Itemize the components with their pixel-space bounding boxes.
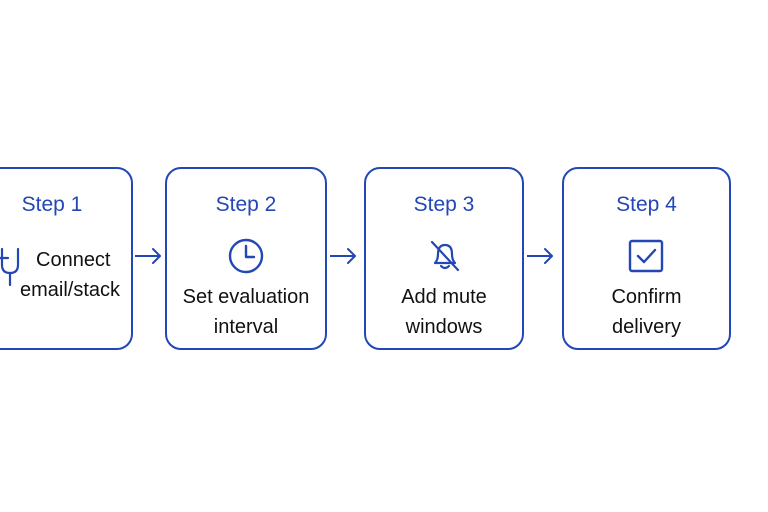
step-card-3: Step 3 Add mute windows	[364, 167, 524, 350]
plug-icon	[0, 245, 22, 287]
arrow-1-to-2	[134, 246, 164, 266]
step-card-2: Step 2 Set evaluation interval	[165, 167, 327, 350]
step-3-title: Step 3	[413, 193, 475, 216]
step-1-line-1: Connect	[36, 249, 111, 271]
step-card-1: Step 1 Connect email/stack	[0, 167, 133, 350]
step-3-line-2: windows	[405, 316, 483, 338]
step-2-line-2: interval	[213, 316, 279, 338]
step-3-line-1: Add mute	[401, 286, 487, 308]
clock-icon	[227, 237, 265, 275]
step-1-title: Step 1	[21, 193, 83, 216]
arrow-2-to-3	[329, 246, 359, 266]
step-4-line-2: delivery	[612, 316, 681, 338]
step-2-text: Set evaluation interval	[167, 282, 325, 342]
step-2-line-1: Set evaluation	[182, 286, 310, 308]
step-1-text: Connect email/stack	[20, 245, 132, 305]
step-3-text: Add mute windows	[366, 282, 522, 342]
step-4-title: Step 4	[616, 193, 677, 216]
checkbox-icon	[628, 239, 664, 273]
bell-off-icon	[426, 237, 464, 275]
step-2-title: Step 2	[215, 193, 277, 216]
step-4-text: Confirm delivery	[564, 282, 729, 342]
step-card-4: Step 4 Confirm delivery	[562, 167, 731, 350]
arrow-3-to-4	[526, 246, 556, 266]
step-4-line-1: Confirm	[611, 286, 682, 308]
step-1-line-2: email/stack	[20, 279, 121, 301]
